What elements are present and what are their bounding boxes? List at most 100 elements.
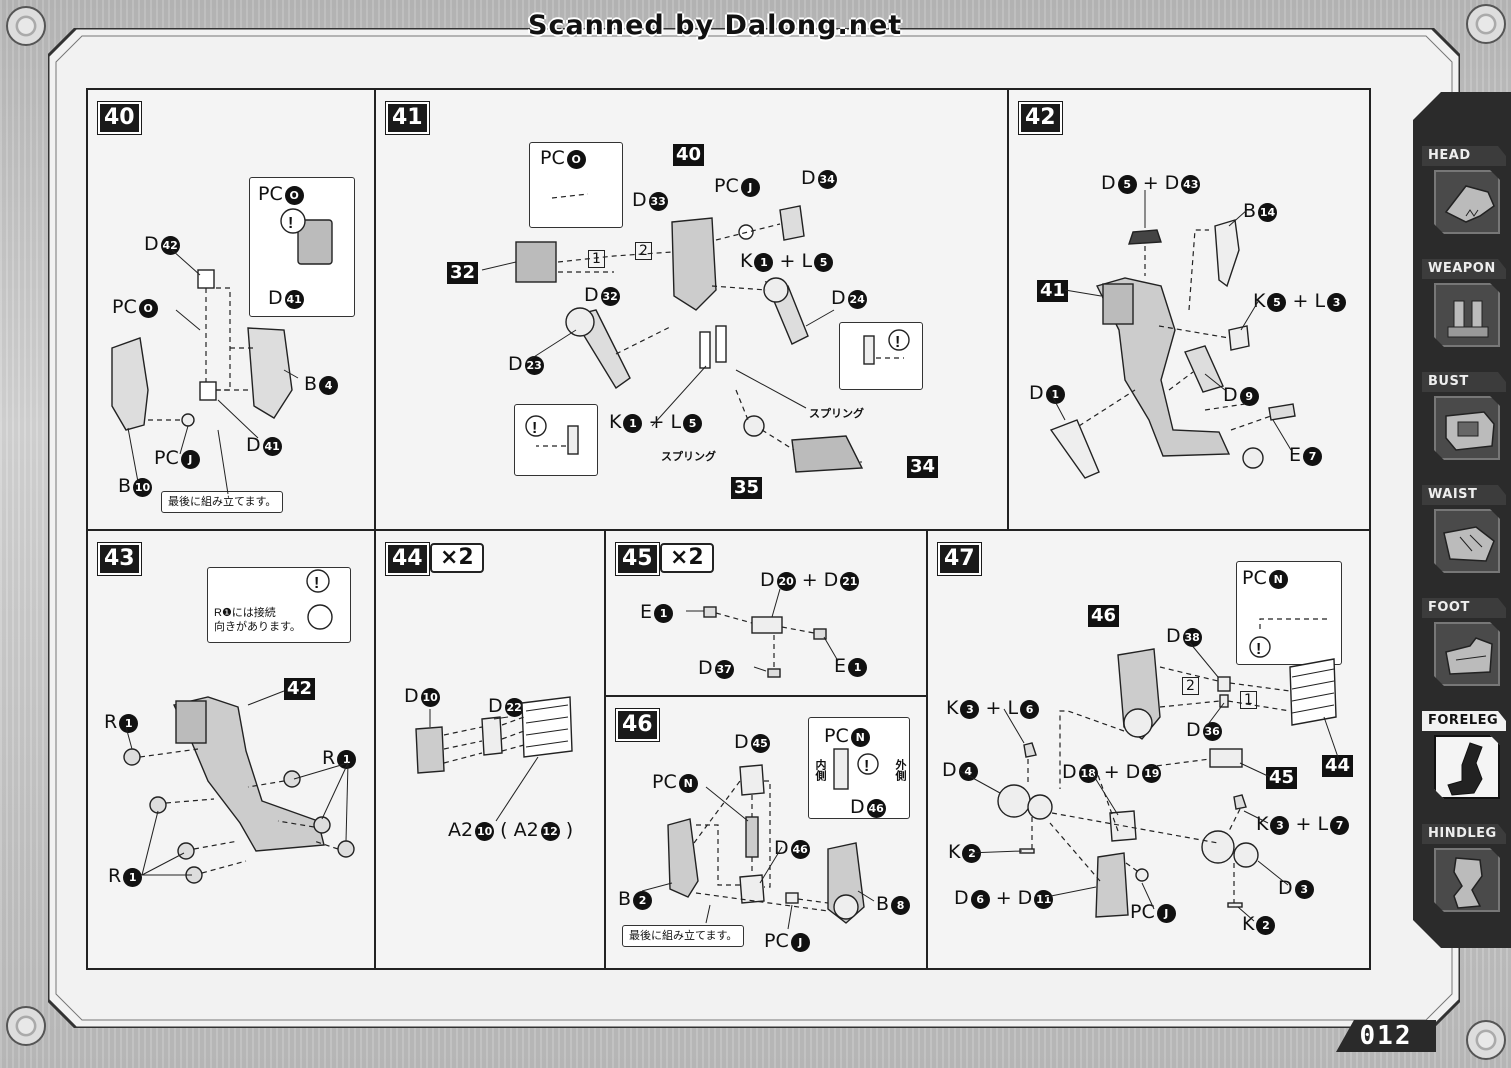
part-number-badge: 42 — [284, 678, 316, 700]
sidebar-tab-foreleg[interactable]: FORELEG — [1420, 711, 1508, 817]
hindleg-icon — [1434, 848, 1500, 912]
tab-label: WAIST — [1422, 485, 1506, 505]
sidebar-tab-foot[interactable]: FOOT — [1420, 598, 1508, 704]
tab-label: HEAD — [1422, 146, 1506, 166]
corner-gear-icon — [1466, 4, 1506, 44]
corner-gear-icon — [1466, 1020, 1506, 1060]
spring-label: スプリング — [661, 451, 716, 463]
outer-side-label: 外側 — [894, 759, 906, 781]
sidebar-tab-waist[interactable]: WAIST — [1420, 485, 1508, 591]
order-marker: 1 — [1240, 691, 1257, 709]
assembly-note: 最後に組み立てます。 — [622, 925, 745, 947]
part-number-badge: 34 — [907, 456, 939, 478]
tab-label: HINDLEG — [1422, 824, 1506, 844]
sidebar-tab-head[interactable]: HEAD — [1420, 146, 1508, 252]
step-42-illustration — [1048, 190, 1296, 479]
bust-icon — [1434, 396, 1500, 460]
svg-text:!: ! — [288, 215, 293, 232]
part-number-badge: 40 — [673, 144, 705, 166]
tab-label: FOOT — [1422, 598, 1506, 618]
part-number-badge: 44 — [1322, 755, 1354, 777]
quantity-multiplier: ×2 — [660, 543, 714, 573]
head-icon — [1434, 170, 1500, 234]
page-number: 012 — [1336, 1020, 1436, 1052]
step-44-illustration — [415, 696, 573, 822]
tab-label: FORELEG — [1422, 711, 1506, 731]
detail-callout — [839, 322, 923, 390]
assembly-note: 最後に組み立てます。 — [161, 491, 284, 513]
svg-text:!: ! — [895, 334, 900, 351]
step-number: 41 — [385, 101, 430, 135]
step-number: 46 — [615, 708, 660, 742]
part-number-badge: 32 — [447, 262, 479, 284]
sidebar-tab-hindleg[interactable]: HINDLEG — [1420, 824, 1508, 930]
weapon-icon — [1434, 283, 1500, 347]
inner-side-label: 内側 — [814, 759, 826, 781]
corner-gear-icon — [6, 1006, 46, 1046]
order-marker: 2 — [635, 242, 652, 260]
step-45-illustration — [686, 588, 839, 678]
sidebar-tab-bust[interactable]: BUST — [1420, 372, 1508, 478]
quantity-multiplier: ×2 — [430, 543, 484, 573]
step-40-illustration: ! — [111, 208, 333, 495]
sidebar-tab-weapon[interactable]: WEAPON — [1420, 259, 1508, 365]
corner-gear-icon — [6, 6, 46, 46]
step-number: 43 — [97, 542, 142, 576]
step-46-illustration: ! — [641, 748, 879, 930]
part-number-badge: 45 — [1266, 767, 1298, 789]
tab-label: BUST — [1422, 372, 1506, 392]
part-number-badge: 46 — [1088, 605, 1120, 627]
waist-icon — [1434, 509, 1500, 573]
svg-text:!: ! — [532, 420, 537, 437]
step-number: 47 — [937, 542, 982, 576]
foreleg-icon — [1434, 735, 1500, 799]
scan-credit: Scanned by Dalong.net — [528, 10, 903, 41]
part-number-badge: 35 — [731, 477, 763, 499]
